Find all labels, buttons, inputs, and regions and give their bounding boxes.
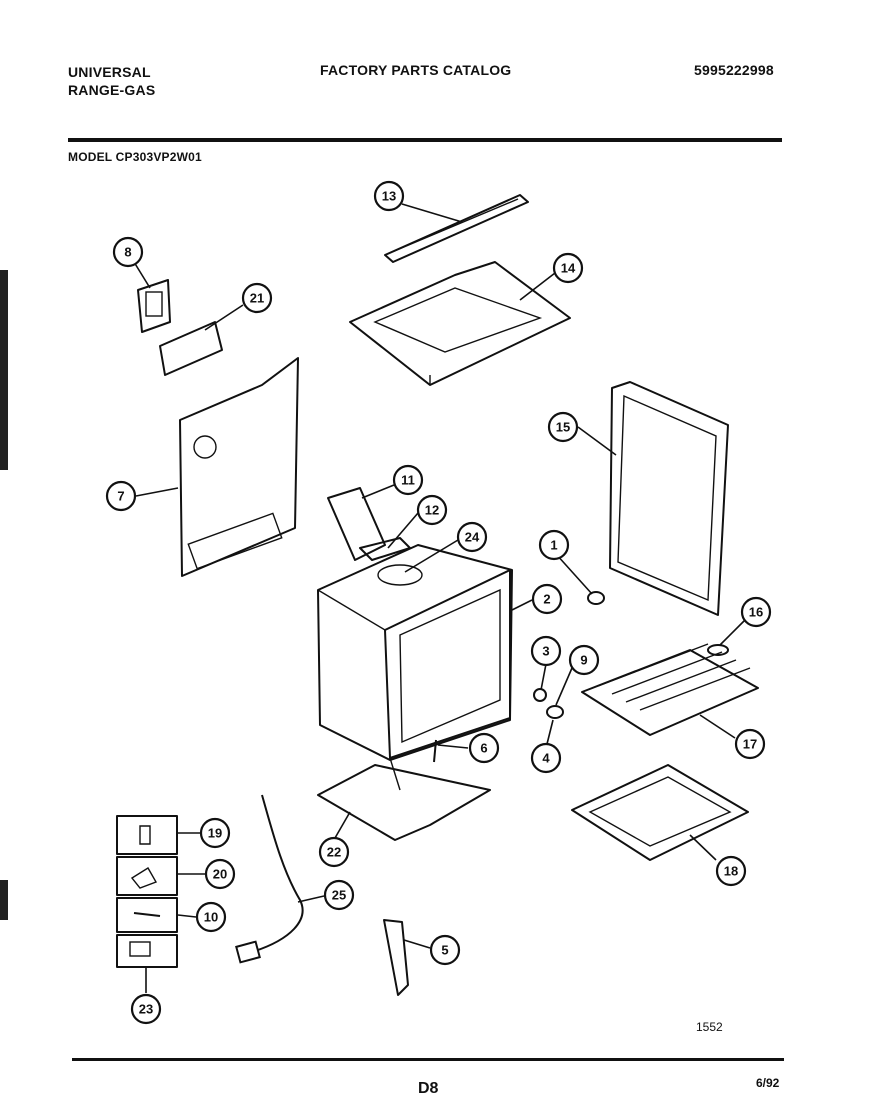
part-top-panel bbox=[349, 261, 571, 386]
callout-number: 9 bbox=[580, 653, 587, 668]
callout-6: 6 bbox=[468, 732, 500, 764]
callout-number: 14 bbox=[561, 261, 576, 276]
callout-14: 14 bbox=[552, 252, 584, 284]
part-door-frame bbox=[609, 381, 729, 616]
part-switch-housing bbox=[137, 279, 171, 333]
page-code: D8 bbox=[418, 1080, 439, 1097]
callout-11: 11 bbox=[392, 464, 424, 496]
brand-line-2: RANGE-GAS bbox=[68, 82, 156, 98]
callout-number: 24 bbox=[465, 530, 480, 545]
catalog-title: FACTORY PARTS CATALOG bbox=[320, 62, 512, 78]
callout-number: 25 bbox=[332, 888, 346, 903]
callout-12: 12 bbox=[416, 494, 448, 526]
callout-number: 23 bbox=[139, 1002, 153, 1017]
part-oven-cabinet bbox=[317, 544, 513, 791]
callout-number: 11 bbox=[401, 473, 415, 488]
callout-21: 21 bbox=[241, 282, 273, 314]
part-bracket-plate bbox=[159, 321, 223, 376]
callout-22: 22 bbox=[318, 836, 350, 868]
callout-number: 15 bbox=[556, 420, 570, 435]
part-leveling-foot bbox=[707, 644, 729, 656]
header-rule bbox=[68, 138, 782, 142]
scan-edge-mark bbox=[0, 270, 8, 470]
callout-7: 7 bbox=[105, 480, 137, 512]
callout-number: 20 bbox=[213, 867, 227, 882]
callout-20: 20 bbox=[204, 858, 236, 890]
part-hardware-boxes bbox=[116, 815, 178, 968]
callout-25: 25 bbox=[323, 879, 355, 911]
print-date: 6/92 bbox=[756, 1076, 780, 1090]
callout-9: 9 bbox=[568, 644, 600, 676]
callout-number: 8 bbox=[124, 245, 131, 260]
callout-18: 18 bbox=[715, 855, 747, 887]
footer-rule bbox=[72, 1058, 784, 1061]
callout-number: 3 bbox=[542, 644, 549, 659]
callout-19: 19 bbox=[199, 817, 231, 849]
part-knobs-and-fittings bbox=[533, 591, 605, 719]
part-top-trim-strip bbox=[384, 194, 529, 263]
callout-24: 24 bbox=[456, 521, 488, 553]
callout-number: 10 bbox=[204, 910, 218, 925]
callout-number: 18 bbox=[724, 864, 738, 879]
callout-number: 2 bbox=[543, 592, 550, 607]
callout-number: 6 bbox=[480, 741, 487, 756]
callout-number: 16 bbox=[749, 605, 763, 620]
part-back-panel bbox=[179, 357, 299, 577]
callout-number: 22 bbox=[327, 845, 341, 860]
callout-10: 10 bbox=[195, 901, 227, 933]
drawing-number: 1552 bbox=[696, 1020, 723, 1034]
callout-number: 17 bbox=[743, 737, 757, 752]
part-oven-rack bbox=[581, 643, 759, 736]
callout-23: 23 bbox=[130, 993, 162, 1025]
callout-number: 13 bbox=[382, 189, 396, 204]
callout-17: 17 bbox=[734, 728, 766, 760]
part-bottom-plate bbox=[317, 764, 491, 841]
callout-8: 8 bbox=[112, 236, 144, 268]
callout-number: 1 bbox=[550, 538, 557, 553]
callout-16: 16 bbox=[740, 596, 772, 628]
callout-number: 5 bbox=[441, 943, 448, 958]
callout-15: 15 bbox=[547, 411, 579, 443]
catalog-number: 5995222998 bbox=[694, 62, 774, 78]
scan-edge-mark bbox=[0, 880, 8, 920]
brand-line-1: UNIVERSAL bbox=[68, 64, 151, 80]
callout-3: 3 bbox=[530, 635, 562, 667]
leader-lines bbox=[133, 203, 746, 993]
callout-number: 12 bbox=[425, 503, 439, 518]
callout-number: 19 bbox=[208, 826, 222, 841]
callout-number: 7 bbox=[117, 489, 124, 504]
model-label: MODEL CP303VP2W01 bbox=[68, 150, 202, 164]
part-spring-clip bbox=[383, 919, 409, 996]
callout-number: 4 bbox=[542, 751, 550, 766]
part-power-cord bbox=[235, 794, 304, 964]
part-broiler-pan bbox=[571, 764, 749, 861]
callout-2: 2 bbox=[531, 583, 563, 615]
callout-1: 1 bbox=[538, 529, 570, 561]
callout-number: 21 bbox=[250, 291, 264, 306]
part-small-clip bbox=[433, 739, 437, 763]
callout-4: 4 bbox=[530, 742, 562, 774]
callout-13: 13 bbox=[373, 180, 405, 212]
callout-5: 5 bbox=[429, 934, 461, 966]
